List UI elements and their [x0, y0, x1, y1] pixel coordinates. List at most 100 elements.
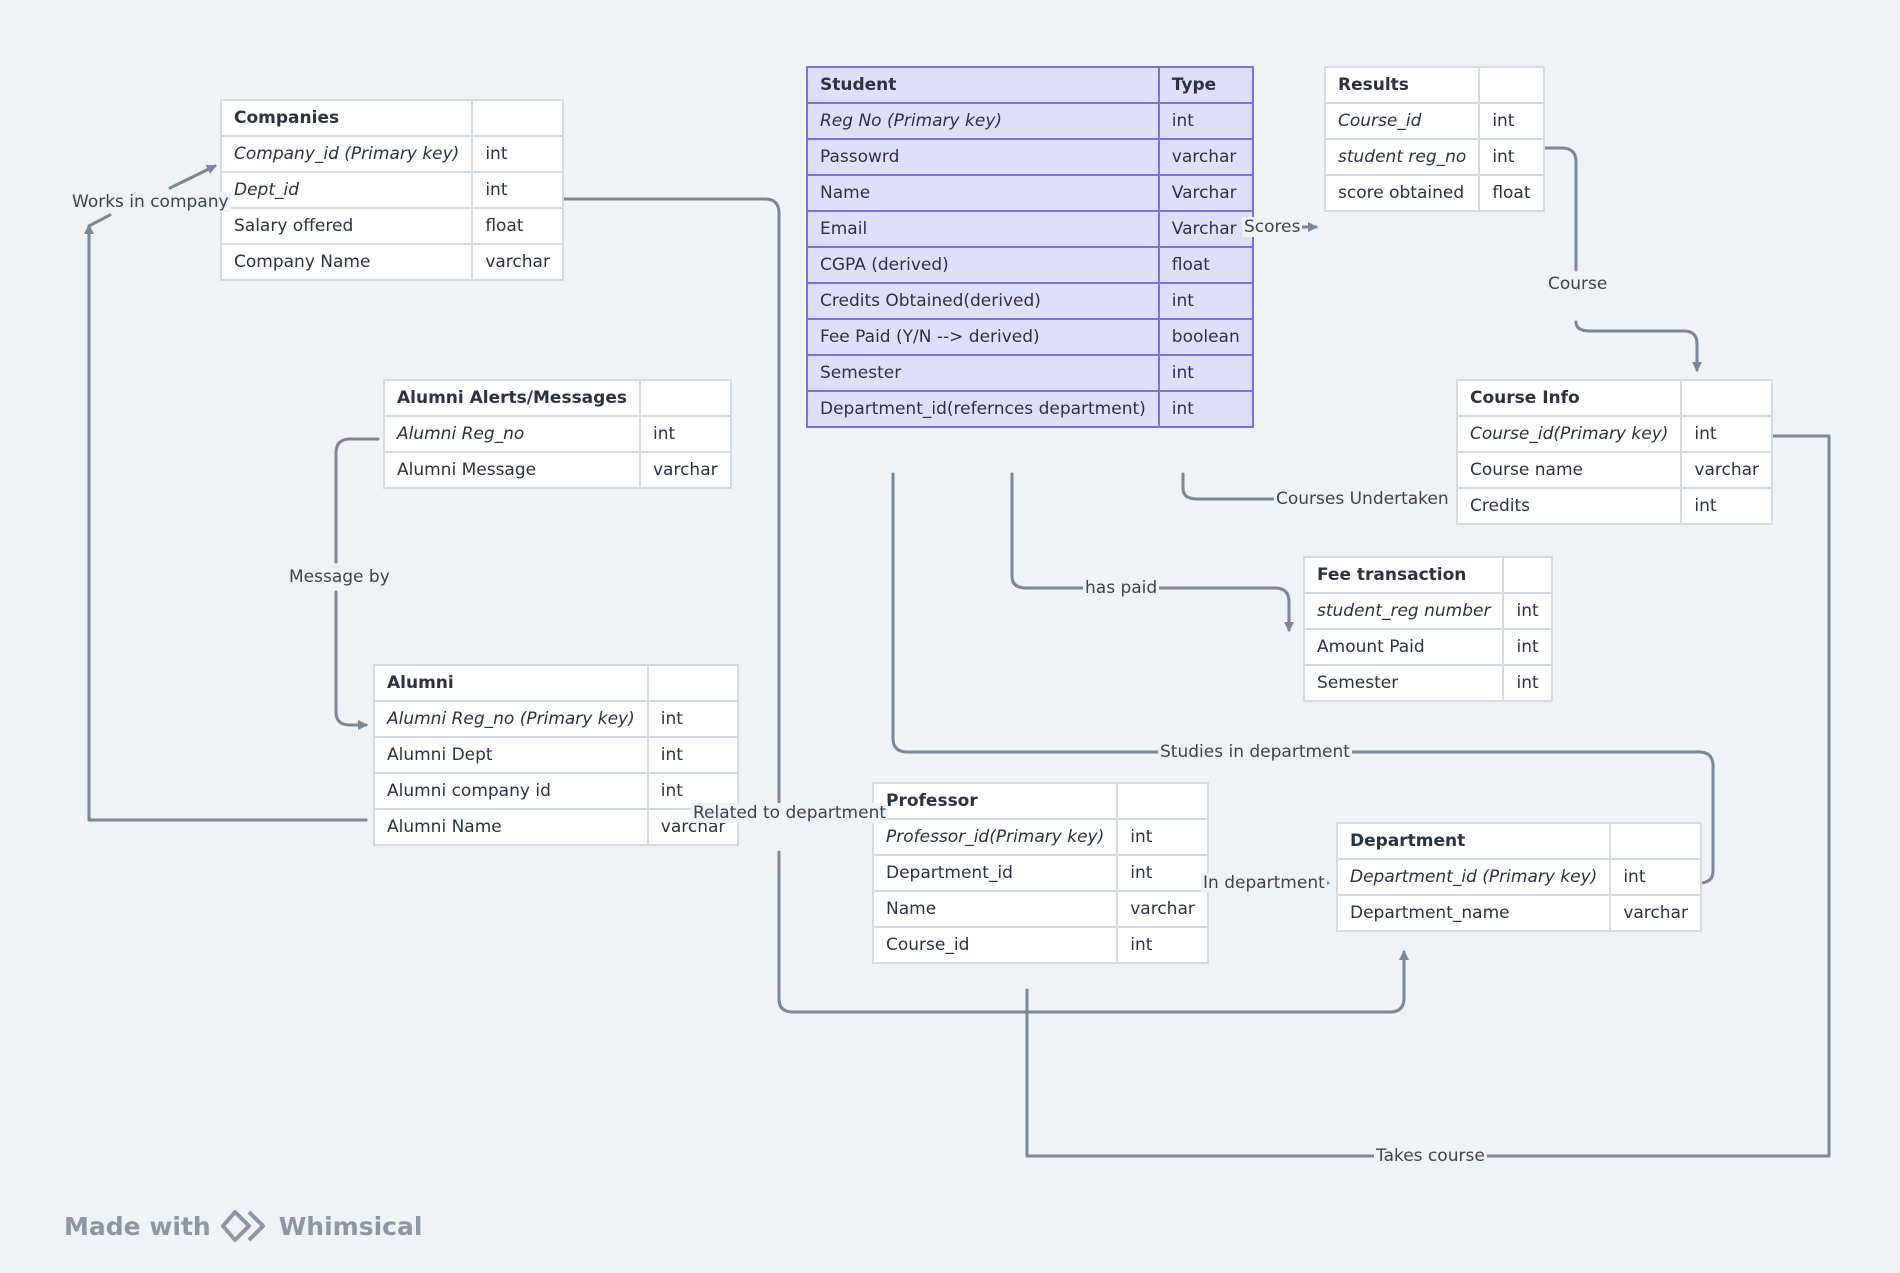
label-courses-undertaken: Courses Undertaken [1274, 489, 1451, 509]
field-type: varchar [1116, 890, 1209, 928]
field-type: int [471, 135, 564, 173]
whimsical-brand-name: Whimsical [278, 1211, 423, 1241]
field-type: int [1478, 102, 1545, 140]
field-type: int [1157, 354, 1254, 392]
field-name: Company Name [219, 243, 474, 281]
field-type: float [1478, 174, 1545, 212]
label-studies-in-department: Studies in department [1158, 742, 1352, 762]
field-name: Alumni company id [373, 772, 649, 810]
field-type: int [1680, 487, 1774, 525]
field-name: Passowrd [806, 138, 1160, 176]
edge-related-to-department [533, 197, 781, 804]
field-type: boolean [1157, 318, 1254, 356]
field-name: Name [871, 890, 1119, 928]
edge-course [1533, 146, 1578, 272]
field-name: student reg_no [1323, 138, 1481, 176]
alumni-table: Alumni Alumni Reg_no (Primary key)int Al… [373, 664, 740, 846]
field-name: Alumni Reg_no [383, 415, 641, 453]
field-name: Course_id [871, 926, 1119, 964]
edge-has-paid [1010, 472, 1085, 590]
field-type: int [1502, 664, 1553, 702]
field-name: Department_id(refernces department) [806, 390, 1160, 428]
table-title: Professor [871, 782, 1119, 820]
field-name: Course_id(Primary key) [1455, 415, 1683, 453]
field-type: float [1157, 246, 1254, 284]
professor-table: Professor Professor_id(Primary key)int D… [871, 782, 1209, 964]
field-type: int [646, 736, 740, 774]
table-title: Fee transaction [1302, 556, 1505, 594]
field-type: int [1609, 858, 1702, 896]
made-with-whimsical-badge[interactable]: Made with Whimsical [64, 1208, 422, 1244]
field-type: int [1157, 102, 1254, 140]
field-type: float [471, 207, 564, 245]
label-message-by: Message by [287, 567, 392, 587]
field-type: int [1157, 282, 1254, 320]
field-type: varchar [471, 243, 564, 281]
field-type: int [1116, 926, 1209, 964]
edge-takes-course [1025, 988, 1376, 1158]
table-title: Department [1335, 822, 1612, 860]
edge-studies-in-department [891, 472, 1160, 754]
field-type: int [1157, 390, 1254, 428]
course-info-table: Course Info Course_id(Primary key)int Co… [1455, 379, 1774, 525]
field-name: Semester [806, 354, 1160, 392]
field-name: Professor_id(Primary key) [871, 818, 1119, 856]
field-name: Course_id [1323, 102, 1481, 140]
field-name: Semester [1302, 664, 1505, 702]
label-in-department: In department [1201, 873, 1327, 893]
table-title: Alumni Alerts/Messages [383, 379, 641, 417]
made-with-text: Made with [64, 1211, 211, 1241]
field-name: score obtained [1323, 174, 1481, 212]
field-type: int [1478, 138, 1545, 176]
field-name: Dept_id [219, 171, 474, 209]
field-type: int [1502, 592, 1553, 630]
field-name: CGPA (derived) [806, 246, 1160, 284]
field-type: int [646, 700, 740, 738]
field-name: Credits Obtained(derived) [806, 282, 1160, 320]
field-name: Department_name [1335, 894, 1612, 932]
type-header: Type [1157, 66, 1254, 104]
field-type: varchar [1680, 451, 1774, 489]
field-type: int [1502, 628, 1553, 666]
field-type: int [1116, 854, 1209, 892]
field-type: int [471, 171, 564, 209]
field-name: Credits [1455, 487, 1683, 525]
field-name: Alumni Name [373, 808, 649, 846]
field-name: Fee Paid (Y/N --> derived) [806, 318, 1160, 356]
table-title: Companies [219, 99, 474, 137]
field-name: Course name [1455, 451, 1683, 489]
table-title: Student [806, 66, 1160, 104]
field-type: Varchar [1157, 174, 1254, 212]
table-title: Course Info [1455, 379, 1683, 417]
field-name: Department_id [871, 854, 1119, 892]
field-name: Reg No (Primary key) [806, 102, 1160, 140]
companies-table: Companies Company_id (Primary key)int De… [219, 99, 564, 281]
label-course: Course [1546, 274, 1610, 294]
table-title: Alumni [373, 664, 649, 702]
label-related-to-department: Related to department [691, 803, 889, 823]
field-name: Email [806, 210, 1160, 248]
label-works-in-company: Works in company [70, 192, 231, 212]
table-title: Results [1323, 66, 1481, 104]
field-name: Salary offered [219, 207, 474, 245]
field-name: Alumni Reg_no (Primary key) [373, 700, 649, 738]
edge-works-in-company [84, 224, 368, 822]
field-type: varchar [1609, 894, 1702, 932]
department-table: Department Department_id (Primary key)in… [1335, 822, 1702, 932]
field-name: Company_id (Primary key) [219, 135, 474, 173]
edge-message-by [334, 437, 380, 564]
field-name: Alumni Dept [373, 736, 649, 774]
field-name: student_reg number [1302, 592, 1505, 630]
field-type: int [1680, 415, 1774, 453]
label-takes-course: Takes course [1374, 1146, 1487, 1166]
field-name: Alumni Message [383, 451, 641, 489]
edge-courses-undertaken [1181, 472, 1275, 501]
field-name: Amount Paid [1302, 628, 1505, 666]
label-scores: Scores [1242, 217, 1303, 237]
field-type: int [638, 415, 732, 453]
